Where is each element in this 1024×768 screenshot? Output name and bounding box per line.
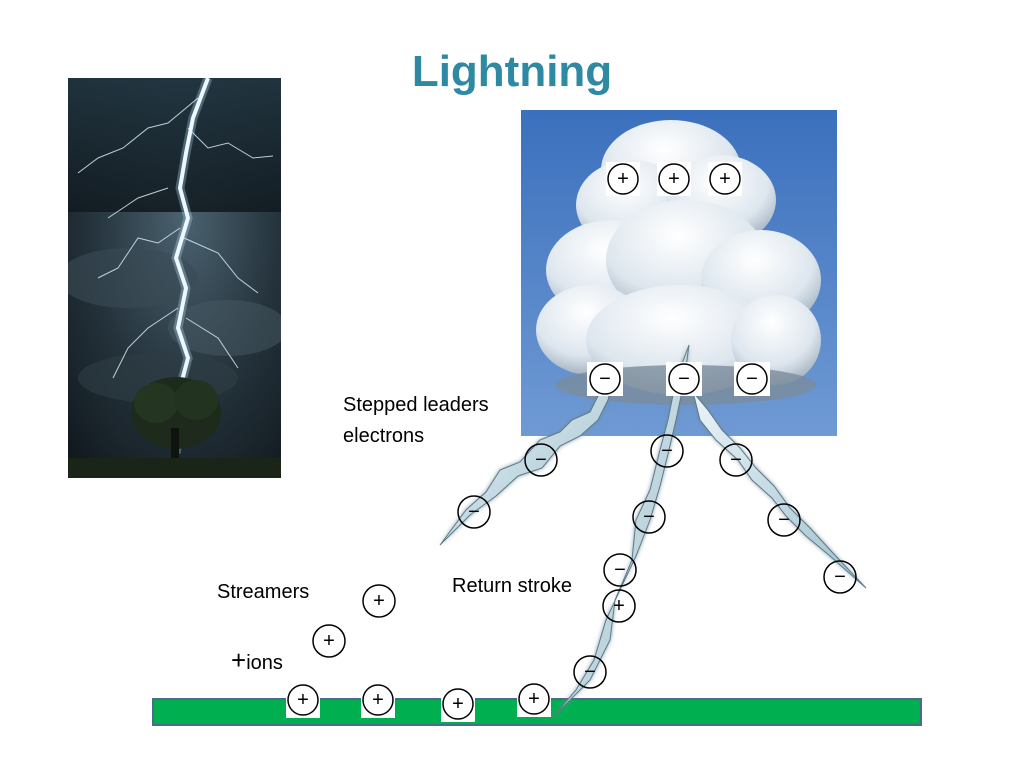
return-stroke-bolt — [551, 344, 690, 719]
negative-charge: − — [524, 443, 558, 477]
ions-text: ions — [246, 652, 283, 674]
right-leader-bolt — [692, 391, 867, 589]
svg-text:−: − — [834, 566, 846, 588]
positive-charge: + — [441, 688, 475, 722]
svg-text:+: + — [452, 693, 464, 715]
svg-text:+: + — [617, 168, 629, 190]
positive-charge: + — [657, 162, 691, 196]
negative-charge: − — [767, 503, 801, 537]
svg-text:+: + — [719, 168, 731, 190]
svg-text:−: − — [535, 449, 547, 471]
svg-text:−: − — [730, 449, 742, 471]
positive-charge: + — [602, 589, 636, 623]
negative-charge: − — [666, 362, 702, 396]
negative-charge: − — [632, 500, 666, 534]
lightning-tree-photo — [68, 78, 281, 478]
negative-charge: − — [457, 495, 491, 529]
ions-plus-sign: + — [231, 645, 247, 675]
positive-charge: + — [361, 684, 395, 718]
svg-text:−: − — [584, 661, 596, 683]
negative-charge: − — [603, 553, 637, 587]
svg-text:−: − — [614, 559, 626, 581]
svg-text:−: − — [661, 440, 673, 462]
positive-charge: + — [606, 162, 640, 196]
positive-charge: + — [517, 683, 551, 717]
negative-charge: − — [587, 362, 623, 396]
svg-text:+: + — [528, 688, 540, 710]
negative-charge: − — [573, 655, 607, 689]
svg-text:−: − — [778, 509, 790, 531]
return-stroke-label: Return stroke — [452, 575, 573, 597]
ions-label: +ions — [231, 647, 283, 676]
positive-charge: + — [708, 162, 742, 196]
svg-text:+: + — [668, 168, 680, 190]
stepped-leaders-label: Stepped leaders — [343, 394, 489, 416]
svg-text:+: + — [323, 630, 335, 652]
positive-charge: + — [362, 584, 396, 618]
svg-text:+: + — [372, 689, 384, 711]
svg-text:−: − — [468, 501, 480, 523]
svg-text:+: + — [297, 689, 309, 711]
positive-charge: + — [286, 684, 320, 718]
svg-text:−: − — [678, 368, 690, 390]
positive-charge: + — [312, 624, 346, 658]
electrons-label: electrons — [343, 425, 425, 447]
svg-text:+: + — [613, 595, 625, 617]
svg-text:−: − — [746, 368, 758, 390]
svg-text:+: + — [373, 590, 385, 612]
negative-charge: − — [734, 362, 770, 396]
negative-charge: − — [650, 434, 684, 468]
streamers-label: Streamers — [217, 581, 310, 603]
negative-charge: − — [719, 443, 753, 477]
svg-text:−: − — [643, 506, 655, 528]
svg-text:−: − — [599, 368, 611, 390]
negative-charge: − — [823, 560, 857, 594]
slide-title: Lightning — [411, 47, 613, 96]
